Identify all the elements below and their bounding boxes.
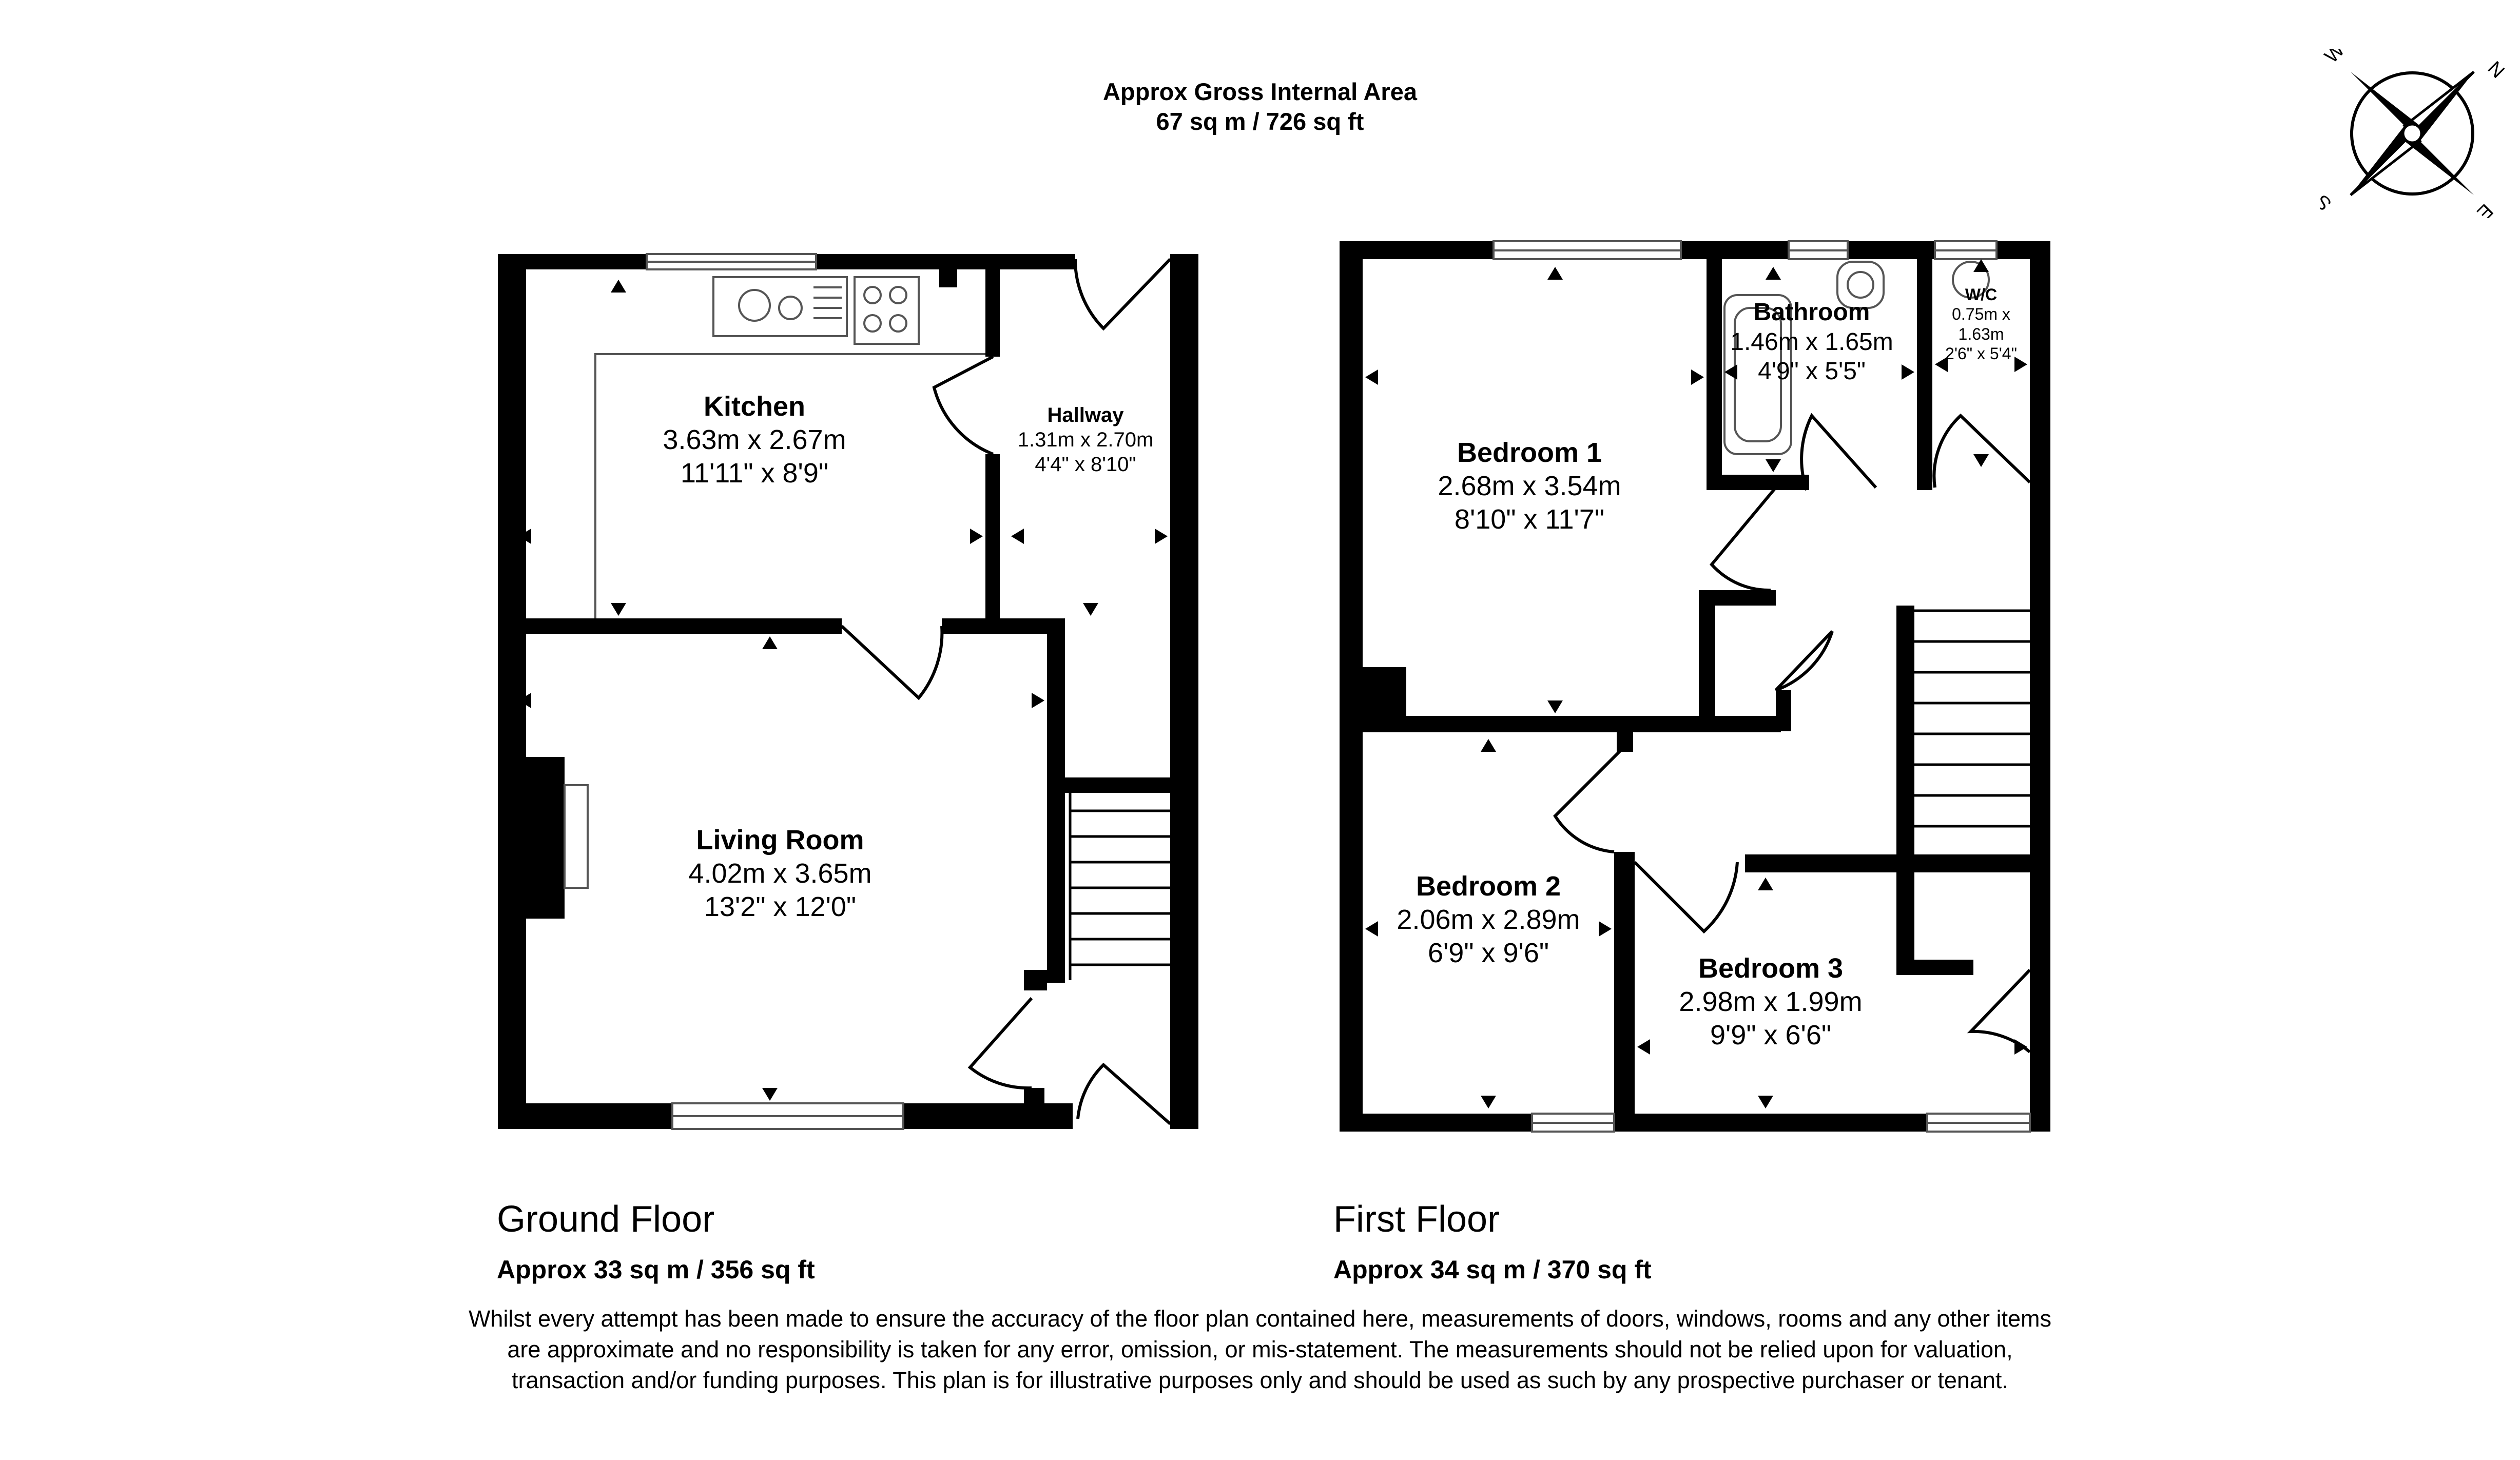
wall — [498, 254, 526, 1129]
bath-icon — [1723, 294, 1792, 455]
room-name: Living Room — [696, 825, 864, 855]
door-swing — [1710, 486, 1777, 592]
room-name: Bedroom 2 — [1416, 871, 1561, 902]
sink-icon — [712, 276, 848, 337]
first-floor-title: First Floor — [1333, 1199, 1500, 1240]
room-label-bedroom2: Bedroom 2 2.06m x 2.89m 6'9" x 9'6" — [1375, 870, 1601, 969]
compass-e: E — [2473, 200, 2497, 218]
door-swing — [1800, 413, 1877, 491]
room-metric: 1.31m x 2.70m — [1017, 429, 1154, 451]
room-label-bedroom3: Bedroom 3 2.98m x 1.99m 9'9" x 6'6" — [1647, 952, 1894, 1052]
door-swing — [1967, 968, 2031, 1054]
door-swing — [840, 625, 944, 700]
first-floor-plan — [1340, 241, 2050, 1132]
room-metric: 2.68m x 3.54m — [1438, 470, 1621, 501]
staircase — [1914, 609, 2030, 828]
compass-w: W — [2321, 49, 2349, 67]
wall — [1047, 634, 1065, 983]
room-metric: 3.63m x 2.67m — [663, 424, 846, 455]
room-imperial: 6'9" x 9'6" — [1427, 937, 1549, 968]
door-swing — [967, 997, 1033, 1090]
wall — [985, 269, 1000, 357]
wall — [1617, 731, 1633, 752]
room-imperial: 13'2" x 12'0" — [704, 891, 857, 922]
staircase — [1069, 793, 1170, 980]
room-metric: 4.02m x 3.65m — [688, 858, 872, 889]
room-label-hallway: Hallway 1.31m x 2.70m 4'4" x 8'10" — [1001, 403, 1170, 477]
wall — [1170, 254, 1198, 1129]
room-metric: 2.98m x 1.99m — [1679, 986, 1863, 1017]
room-label-living-room: Living Room 4.02m x 3.65m 13'2" x 12'0" — [631, 824, 929, 923]
header-area: 67 sq m / 726 sq ft — [1156, 108, 1364, 135]
toilet-icon — [1952, 261, 1990, 299]
wall — [1776, 690, 1791, 731]
fireplace — [513, 757, 565, 919]
room-metric: 1.46m x 1.65m — [1730, 328, 1893, 356]
first-floor-area: Approx 34 sq m / 370 sq ft — [1333, 1255, 1652, 1284]
wall — [1707, 259, 1722, 490]
header-title: Approx Gross Internal Area — [1102, 78, 1418, 105]
wall — [939, 269, 957, 287]
compass-n: N — [2484, 57, 2505, 83]
room-label-kitchen: Kitchen 3.63m x 2.67m 11'11" x 8'9" — [611, 390, 898, 490]
wall — [498, 618, 842, 634]
disclaimer-text: Whilst every attempt has been made to en… — [468, 1306, 2052, 1393]
wall — [1024, 970, 1047, 990]
room-label-wc: W/C 0.75m x 1.63m 2'6" x 5'4" — [1932, 285, 2030, 364]
wall — [2030, 241, 2050, 1132]
wall — [1614, 852, 1635, 1132]
ground-floor-fixtures — [564, 253, 1170, 1130]
wall — [1024, 1088, 1044, 1111]
room-metric: 0.75m x 1.63m — [1952, 305, 2010, 343]
wall — [1896, 872, 1914, 975]
wall — [942, 618, 1065, 634]
wall — [1745, 854, 2048, 872]
room-name: Kitchen — [703, 391, 806, 422]
door-swing — [1076, 1062, 1171, 1125]
hob-icon — [854, 276, 920, 345]
compass-rose-icon: N E S W — [2320, 49, 2505, 218]
wall — [1699, 590, 1715, 724]
room-imperial: 2'6" x 5'4" — [1945, 344, 2017, 363]
room-name: Bedroom 1 — [1457, 437, 1602, 468]
door-swing — [1932, 413, 2031, 488]
room-name: W/C — [1965, 285, 1998, 304]
wall — [1065, 777, 1198, 793]
wall — [1340, 241, 2048, 259]
room-name: Hallway — [1047, 404, 1124, 426]
door-swing — [1633, 861, 1739, 934]
wall — [1355, 716, 1781, 732]
room-label-bathroom: Bathroom 1.46m x 1.65m 4'9" x 5'5" — [1714, 298, 1909, 386]
room-imperial: 8'10" x 11'7" — [1454, 503, 1605, 535]
wall — [985, 454, 1000, 629]
room-imperial: 11'11" x 8'9" — [680, 457, 829, 489]
wall — [1917, 259, 1932, 490]
ground-floor-area: Approx 33 sq m / 356 sq ft — [497, 1255, 815, 1284]
room-label-bedroom1: Bedroom 1 2.68m x 3.54m 8'10" x 11'7" — [1386, 436, 1673, 536]
room-imperial: 4'4" x 8'10" — [1035, 453, 1136, 476]
room-metric: 2.06m x 2.89m — [1397, 904, 1580, 935]
wall — [1896, 606, 1914, 872]
kitchen-counter — [594, 353, 985, 618]
ground-floor-plan — [498, 254, 1198, 1129]
door-swing — [932, 355, 994, 456]
ground-floor-doors — [840, 258, 1172, 1125]
wall — [1355, 667, 1406, 724]
room-name: Bedroom 3 — [1698, 953, 1844, 984]
door-swing — [1774, 630, 1834, 692]
compass-s: S — [2320, 190, 2336, 215]
room-imperial: 9'9" x 6'6" — [1710, 1019, 1832, 1050]
dimension-arrows — [518, 259, 2027, 1108]
door-swing — [1073, 258, 1172, 331]
first-floor-doors — [1553, 413, 2031, 1054]
ground-floor-title: Ground Floor — [497, 1199, 715, 1240]
wall — [1896, 960, 1973, 975]
wall — [1707, 475, 1809, 490]
room-name: Bathroom — [1753, 299, 1870, 326]
room-imperial: 4'9" x 5'5" — [1758, 358, 1866, 385]
wall — [1699, 590, 1776, 606]
basin-icon — [1836, 261, 1885, 309]
door-swing — [1553, 748, 1623, 853]
